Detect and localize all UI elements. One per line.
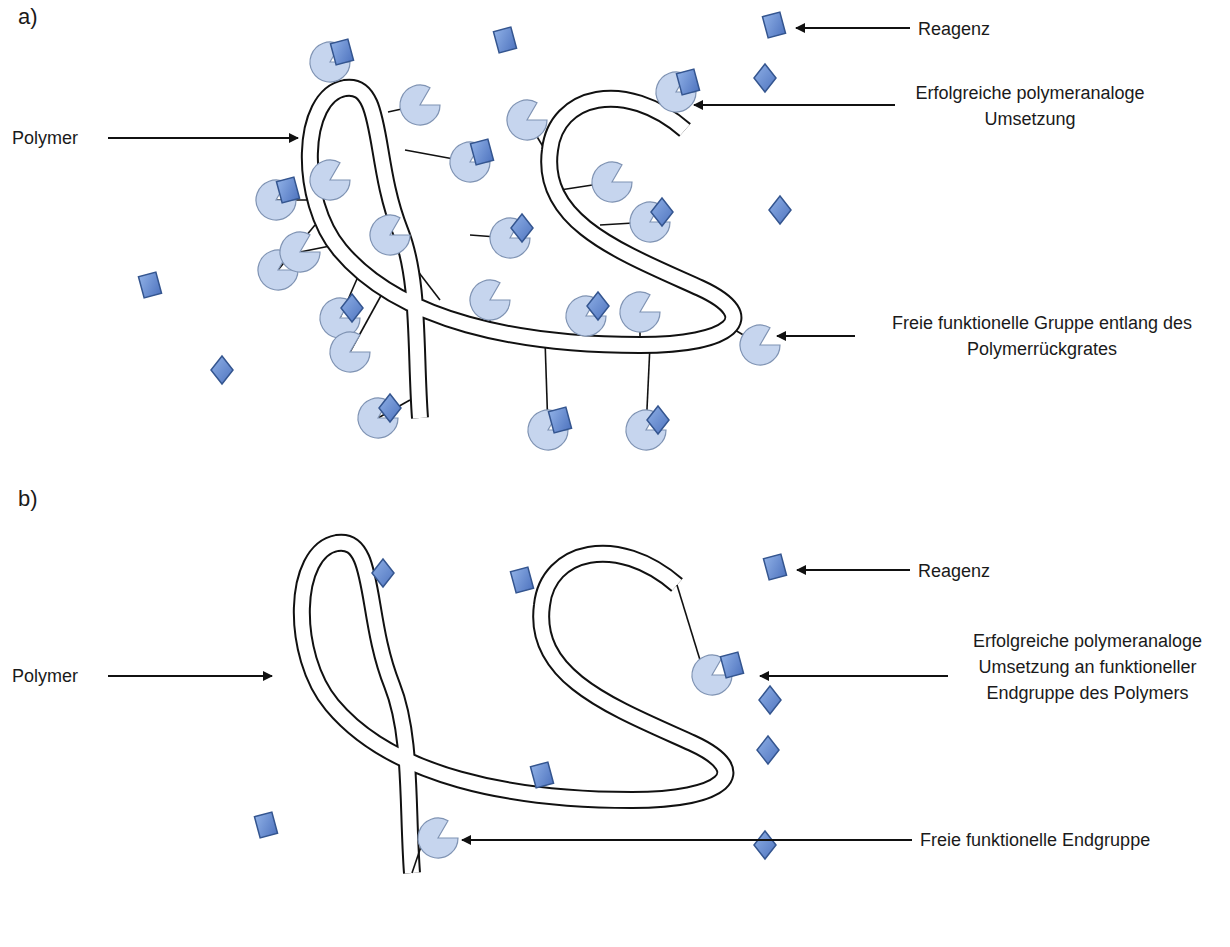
bound-reagent xyxy=(651,198,673,226)
bound-reagent xyxy=(548,407,571,433)
reagent xyxy=(211,356,233,384)
functional-groups xyxy=(276,62,760,430)
functional-group xyxy=(400,85,440,125)
reagent-label: Reagenz xyxy=(918,558,990,584)
functional-groups xyxy=(256,42,780,450)
functional-group xyxy=(507,100,547,140)
reagents xyxy=(254,554,786,859)
functional-group xyxy=(592,162,632,202)
functional-group xyxy=(370,215,410,255)
reagent xyxy=(254,812,277,838)
reagents xyxy=(138,12,791,434)
polymer-chain xyxy=(310,88,734,418)
bound-reagent xyxy=(330,39,353,65)
end-groups xyxy=(412,585,744,873)
functional-group xyxy=(620,292,660,332)
reagent xyxy=(754,831,776,859)
reagent xyxy=(372,559,394,587)
functional-group xyxy=(330,332,370,372)
callout-label: Freie funktionelle Endgruppe xyxy=(920,827,1150,853)
reagent xyxy=(138,272,161,298)
reagent xyxy=(493,27,516,53)
reagent xyxy=(769,196,791,224)
bound-reagent xyxy=(276,177,299,203)
callout-label: Erfolgreiche polymeranaloge Umsetzung an… xyxy=(955,628,1220,706)
panel-letter: b) xyxy=(18,486,38,512)
bound-reagent xyxy=(587,292,609,320)
functional-group xyxy=(740,325,780,365)
reagent xyxy=(754,64,776,92)
polymer-label: Polymer xyxy=(12,663,78,689)
bound-reagent xyxy=(511,214,533,242)
polymer-label: Polymer xyxy=(12,125,78,151)
bound-reagent xyxy=(647,406,669,434)
callout-label: Erfolgreiche polymeranaloge Umsetzung xyxy=(900,80,1160,132)
reagent-label: Reagenz xyxy=(918,16,990,42)
reagent xyxy=(510,567,533,593)
leader-arrows xyxy=(108,28,948,840)
bound-reagent xyxy=(676,69,699,95)
reagent xyxy=(757,736,779,764)
reagent xyxy=(762,12,785,38)
functional-group xyxy=(280,232,320,272)
bound-reagent xyxy=(470,139,493,165)
reagent xyxy=(759,686,781,714)
functional-group xyxy=(310,160,350,200)
panel-letter: a) xyxy=(18,4,38,30)
reagent xyxy=(530,762,553,788)
callout-label: Freie funktionelle Gruppe entlang des Po… xyxy=(862,310,1222,362)
polymer-chain xyxy=(302,543,726,873)
reagent xyxy=(763,554,786,580)
bound-reagent xyxy=(341,294,363,322)
bound-reagent xyxy=(379,394,401,422)
functional-group xyxy=(470,280,510,320)
